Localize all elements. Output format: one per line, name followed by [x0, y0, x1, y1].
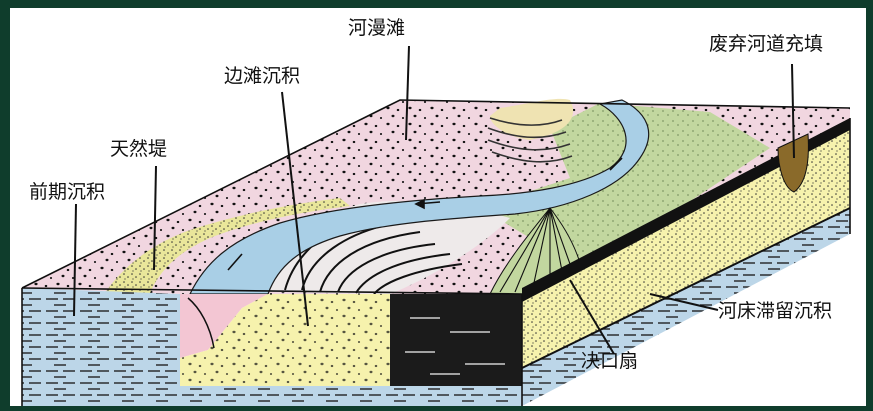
label-natural-levee: 天然堤 [110, 138, 167, 160]
basal-layer-texture [22, 386, 522, 406]
earlier-deposit-texture [22, 288, 180, 386]
label-floodplain: 河漫滩 [348, 17, 405, 39]
label-channel-lag-deposit: 河床滞留沉积 [718, 300, 832, 322]
label-earlier-deposit: 前期沉积 [29, 181, 105, 203]
label-crevasse-splay: 决口扇 [581, 350, 638, 372]
diagram-canvas: 河漫滩 废弃河道充填 边滩沉积 天然堤 前期沉积 河床滞留沉积 决口扇 [10, 8, 866, 406]
lag-deposit-front [390, 294, 522, 386]
fluvial-block-diagram [10, 8, 866, 406]
label-point-bar-deposit: 边滩沉积 [224, 65, 300, 87]
label-abandoned-channel-fill: 废弃河道充填 [709, 33, 823, 55]
